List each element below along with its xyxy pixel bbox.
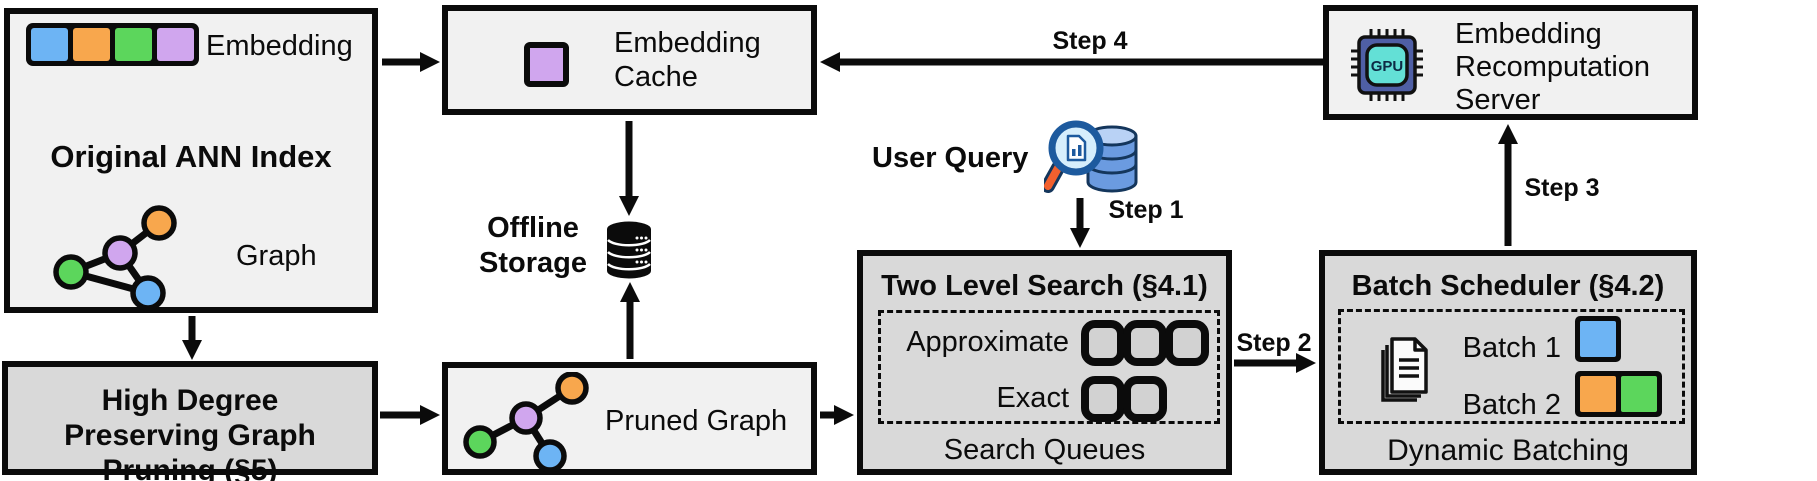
dynamic-batching-caption: Dynamic Batching [1387,434,1629,467]
offline-storage-label: Offline Storage [479,212,587,279]
gpu-chip-label: GPU [1371,58,1404,75]
batch1-cell-blue [1580,321,1616,357]
embedding-cell-purple [157,28,194,61]
embedding-cell-orange [73,28,110,61]
queue-slot [1081,375,1125,422]
pruned-graph-label: Pruned Graph [605,405,788,437]
batch1-color-chip [1575,316,1621,362]
batch2-label: Batch 2 [1462,389,1561,421]
dynamic-batching-panel: Batch 1 Batch 2 [1338,309,1685,424]
queue-slot [1123,375,1167,422]
batch2-cell-green [1621,376,1657,412]
embedding-cache-title: Embedding Cache [614,27,769,93]
query-magnifier-database-icon [1044,120,1138,193]
recomputation-server-title: Embedding Recomputation Server [1455,18,1659,117]
two-level-search-title: Two Level Search (§4.1) [881,270,1208,302]
embedding-cache-box: Embedding Cache [442,5,817,115]
batch1-label: Batch 1 [1462,332,1561,364]
step3-label: Step 3 [1524,174,1600,202]
batch2-color-chips [1575,371,1662,417]
approximate-label: Approximate [906,326,1069,358]
search-queues-caption: Search Queues [943,434,1146,466]
queue-slot [1123,319,1167,366]
embedding-cell-blue [31,28,68,61]
gpu-chip-icon: GPU [1351,29,1423,101]
batch2-cell-orange [1580,376,1616,412]
step2-label: Step 2 [1236,329,1312,357]
original-ann-index-box: Embedding Original ANN Index Graph [4,8,378,313]
cached-embedding-icon [524,42,569,87]
documents-icon [1381,337,1428,402]
pruned-graph-box: Pruned Graph [442,362,817,475]
user-query-label: User Query [872,142,1029,174]
database-icon [607,221,651,279]
graph-label: Graph [236,240,317,272]
batch-scheduler-title: Batch Scheduler (§4.2) [1351,270,1665,302]
queue-slot [1165,319,1209,366]
queue-slot [1081,319,1125,366]
exact-label: Exact [996,382,1069,414]
embedding-vector-icon [26,23,199,66]
recomputation-server-box: GPU Embedding Recomputation Server [1323,5,1698,120]
batch-scheduler-box: Batch Scheduler (§4.2) Batch 1 Batch 2 D… [1319,250,1697,475]
embedding-cell-green [115,28,152,61]
step4-label: Step 4 [1052,27,1128,55]
graph-pruning-box: High Degree Preserving Graph Pruning (§5… [2,361,378,481]
embedding-label: Embedding [206,30,353,62]
search-queues-panel: Approximate Exact [878,310,1220,424]
original-ann-index-title: Original ANN Index [50,139,332,174]
two-level-search-box: Two Level Search (§4.1) Approximate Exac… [857,250,1232,475]
pruned-graph-icon [463,372,589,472]
graph-pruning-title: High Degree Preserving Graph Pruning (§5… [64,384,325,481]
graph-icon [53,205,177,311]
step1-label: Step 1 [1108,196,1184,224]
